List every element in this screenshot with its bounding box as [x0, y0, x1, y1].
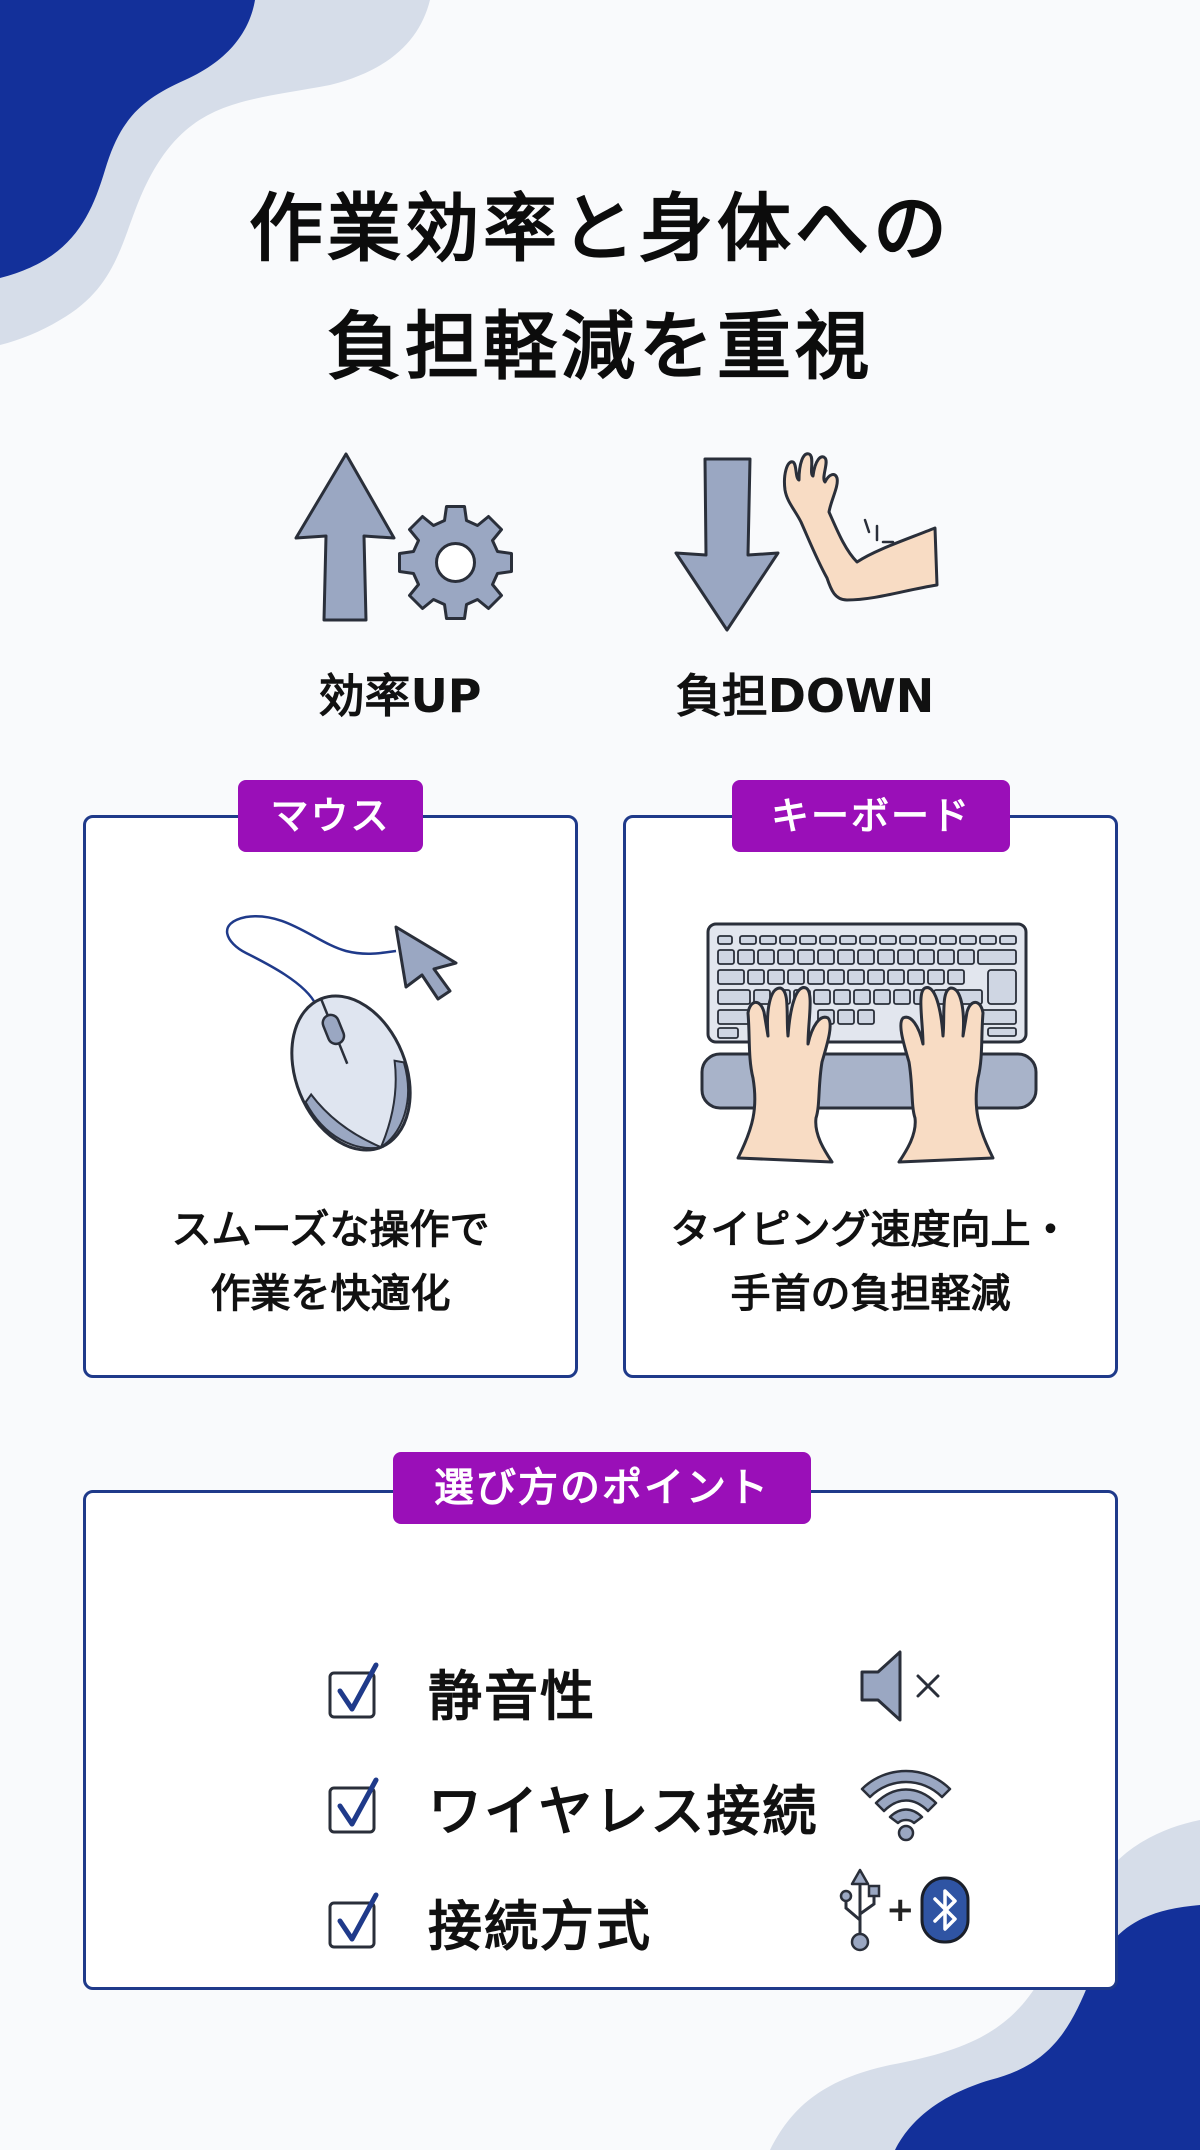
- point-item: 接続方式: [326, 1876, 652, 1966]
- page-title: 作業効率と身体への 負担軽減を重視: [0, 170, 1200, 406]
- arm-icon: [783, 452, 939, 602]
- usb-icon: [839, 1868, 881, 1952]
- burden-down-label: 負担DOWN: [675, 669, 935, 723]
- arrow-up-icon: [294, 452, 396, 622]
- mouse-description-line-2: 作業を快適化: [210, 1271, 451, 1317]
- selection-points-card: 静音性 ワイヤレス接続 接続方式 +: [83, 1490, 1118, 1990]
- efficiency-up-label: 効率UP: [318, 669, 482, 723]
- checkbox-checked-icon: [328, 1662, 379, 1719]
- keyboard-card: タイピング速度向上・ 手首の負担軽減: [623, 815, 1118, 1378]
- point-label: ワイヤレス接続: [428, 1779, 819, 1843]
- keyboard-description-line-1: タイピング速度向上・: [670, 1207, 1071, 1253]
- checkbox-checked-icon: [328, 1892, 379, 1949]
- keyboard-description: タイピング速度向上・ 手首の負担軽減: [626, 1198, 1115, 1326]
- bluetooth-icon: [920, 1876, 969, 1944]
- selection-points-tag: 選び方のポイント: [393, 1452, 811, 1524]
- keyboard-tag: キーボード: [732, 780, 1010, 852]
- wifi-icon: [860, 1769, 952, 1842]
- point-label: 接続方式: [428, 1894, 652, 1958]
- mouse-description-line-1: スムーズな操作で: [171, 1207, 490, 1253]
- mouse-tag: マウス: [238, 780, 423, 852]
- checkbox-checked-icon: [328, 1777, 379, 1834]
- mouse-icon: [225, 915, 458, 1152]
- arrow-down-icon: [674, 457, 780, 632]
- point-item: ワイヤレス接続: [326, 1761, 818, 1851]
- title-line-2: 負担軽減を重視: [327, 304, 873, 390]
- mute-speaker-icon: [860, 1650, 940, 1722]
- mouse-description: スムーズな操作で 作業を快適化: [86, 1198, 575, 1326]
- point-label: 静音性: [428, 1664, 596, 1728]
- plus-joiner: +: [886, 1890, 915, 1930]
- bottom-right-wave-decoration: [770, 1780, 1200, 2150]
- point-item: 静音性: [326, 1646, 596, 1736]
- keyboard-description-line-2: 手首の負担軽減: [730, 1271, 1011, 1317]
- mouse-card: スムーズな操作で 作業を快適化: [83, 815, 578, 1378]
- top-left-wave-decoration: [0, 0, 430, 345]
- gear-icon: [398, 505, 513, 620]
- title-line-1: 作業効率と身体への: [249, 186, 951, 272]
- keyboard-with-wrist-rest-icon: [700, 922, 1038, 1164]
- usb-plus-bluetooth-icon: +: [838, 1865, 978, 1955]
